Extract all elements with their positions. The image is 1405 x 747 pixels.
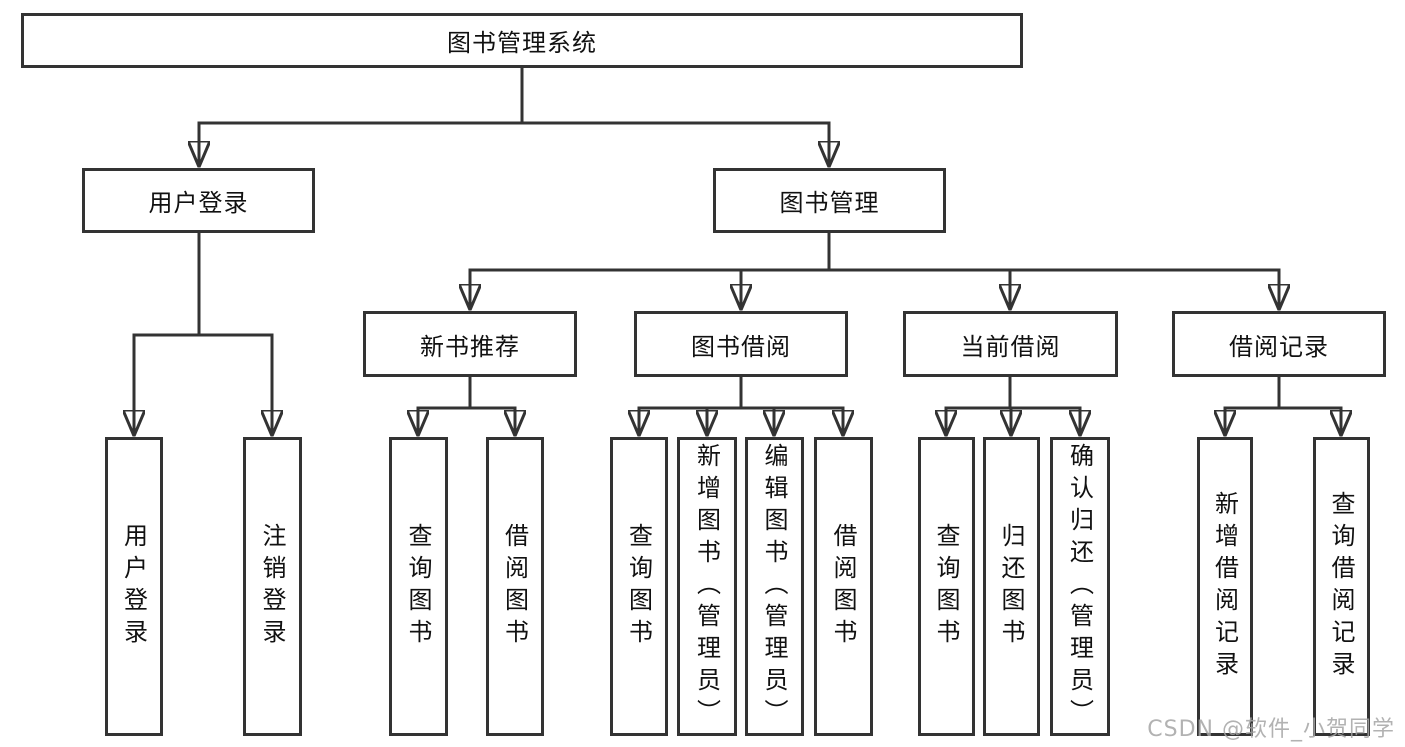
node-label: 借阅图书 <box>829 522 857 651</box>
node-label: 新增图书（管理员） <box>692 442 721 731</box>
connector-book-management-children <box>470 231 1279 311</box>
node-label: 新增借阅记录 <box>1210 490 1239 683</box>
node-borrow-query-books: 查询图书 <box>610 437 668 736</box>
node-current-confirm-return-admin: 确认归还（管理员） <box>1050 437 1110 736</box>
node-book-borrowing: 图书借阅 <box>634 311 848 377</box>
node-label: 注销登录 <box>258 522 286 651</box>
node-library-system: 图书管理系统 <box>21 13 1023 68</box>
node-current-query-books: 查询图书 <box>918 437 975 736</box>
node-label: 查询借阅记录 <box>1327 490 1355 683</box>
node-label: 图书借阅 <box>691 332 791 361</box>
node-borrow-add-books-admin: 新增图书（管理员） <box>677 437 737 736</box>
node-label: 查询图书 <box>624 522 653 651</box>
connector-new-book-children <box>418 375 515 437</box>
node-label: 查询图书 <box>404 522 432 651</box>
node-borrow-borrow-books: 借阅图书 <box>814 437 873 736</box>
node-label: 当前借阅 <box>960 332 1061 361</box>
node-logout: 注销登录 <box>243 437 302 736</box>
node-records-add-record: 新增借阅记录 <box>1197 437 1253 736</box>
node-label: 查询图书 <box>932 522 960 651</box>
node-label: 图书管理系统 <box>447 29 597 57</box>
node-label: 用户登录 <box>119 522 148 651</box>
connector-root-to-level2 <box>199 66 829 168</box>
node-current-return-books: 归还图书 <box>983 437 1040 736</box>
node-newbook-query-books: 查询图书 <box>389 437 448 736</box>
node-new-book-recommend: 新书推荐 <box>363 311 577 377</box>
node-label: 借阅记录 <box>1229 332 1329 361</box>
node-user-login: 用户登录 <box>82 168 315 233</box>
node-label: 借阅图书 <box>500 522 529 651</box>
connector-borrow-records-children <box>1225 375 1341 437</box>
node-borrowing-records: 借阅记录 <box>1172 311 1386 377</box>
connector-book-borrow-children <box>639 375 843 437</box>
node-user-login-leaf: 用户登录 <box>105 437 163 736</box>
node-label: 用户登录 <box>148 189 249 217</box>
node-book-management: 图书管理 <box>713 168 946 233</box>
connector-current-borrow-children <box>946 375 1080 437</box>
node-label: 图书管理 <box>779 189 880 217</box>
node-label: 新书推荐 <box>420 332 520 361</box>
node-newbook-borrow-books: 借阅图书 <box>486 437 544 736</box>
node-label: 归还图书 <box>997 522 1025 651</box>
node-label: 编辑图书（管理员） <box>760 442 788 731</box>
csdn-watermark: CSDN @软件_小贺同学 <box>1147 717 1395 742</box>
node-records-query-record: 查询借阅记录 <box>1313 437 1370 736</box>
connector-user-login-children <box>134 231 272 437</box>
node-borrow-edit-books-admin: 编辑图书（管理员） <box>745 437 804 736</box>
node-current-borrowing: 当前借阅 <box>903 311 1118 377</box>
node-label: 确认归还（管理员） <box>1065 442 1094 731</box>
